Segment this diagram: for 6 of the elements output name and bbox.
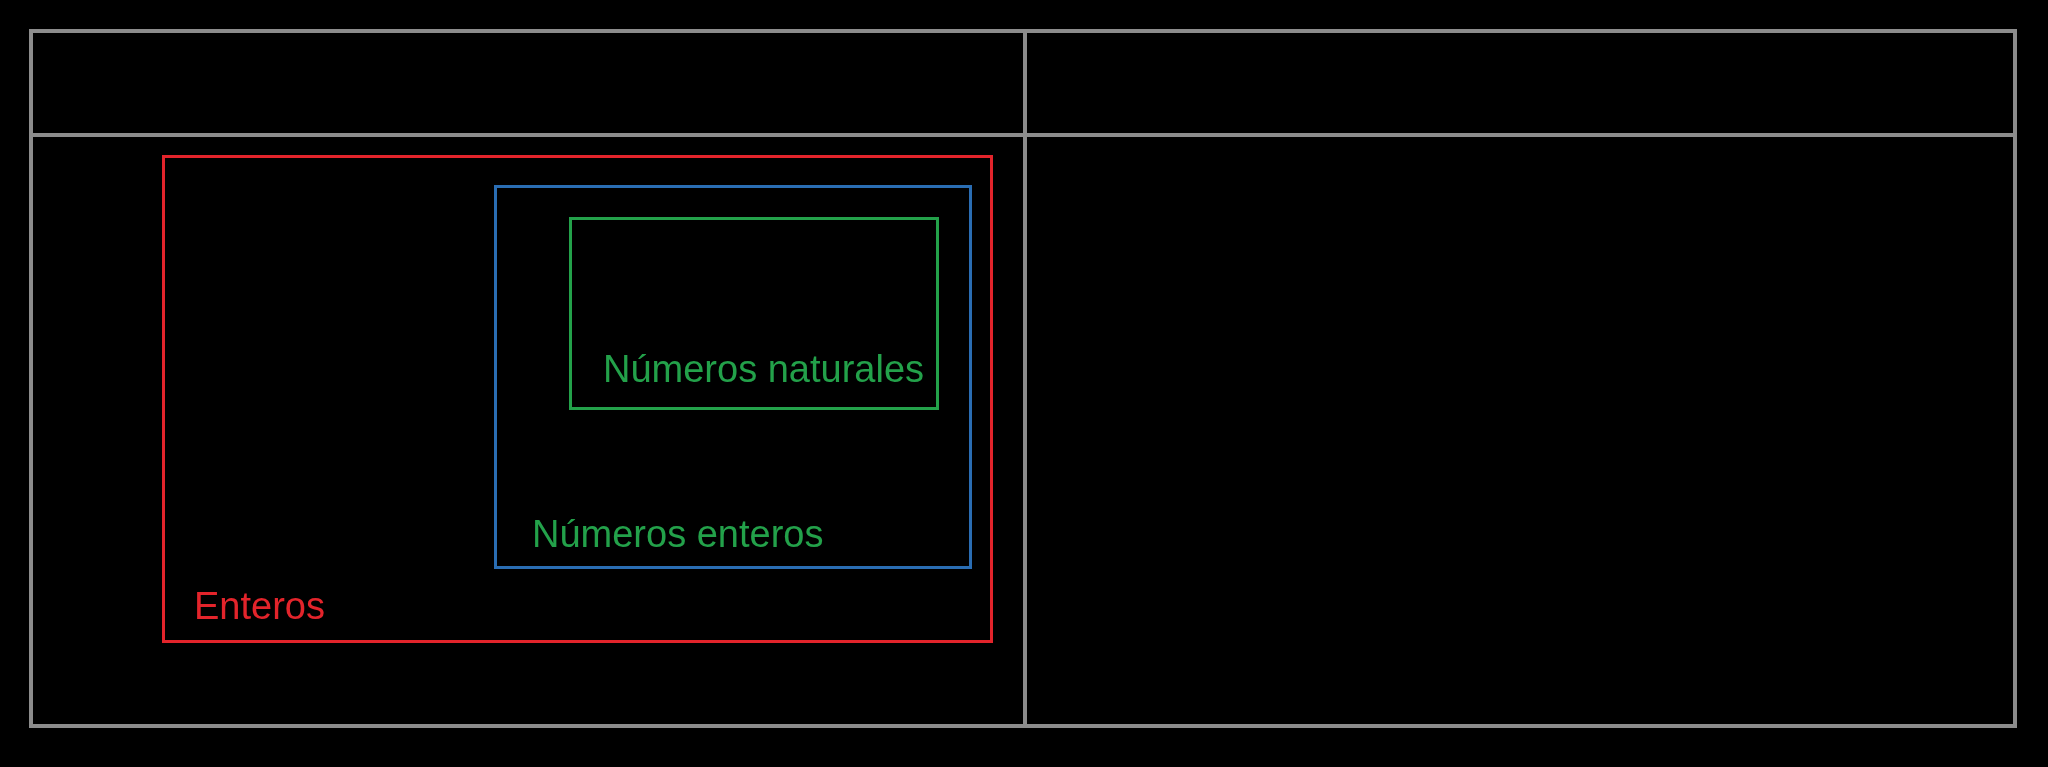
set-box: [494, 185, 972, 569]
set-label: Enteros: [194, 587, 325, 625]
set-box: [569, 217, 939, 410]
set-label: Números naturales: [603, 350, 925, 388]
set-label: Números enteros: [532, 515, 824, 553]
set-box: [162, 155, 993, 643]
